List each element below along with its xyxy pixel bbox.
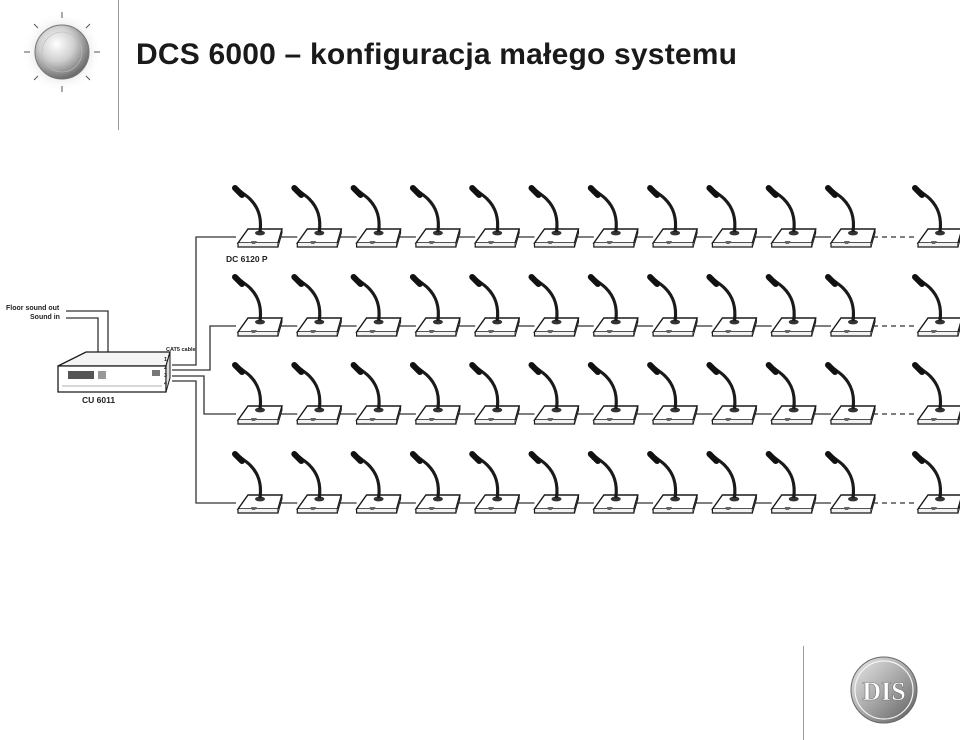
microphone-unit-icon [413,277,460,336]
microphone-unit-icon [591,365,638,424]
microphone-unit-icon [828,277,875,336]
microphone-unit-icon [532,188,579,247]
microphone-unit-icon [709,277,756,336]
microphone-unit-icon [709,454,756,513]
microphone-unit-icon [294,454,341,513]
microphone-unit-icon [591,454,638,513]
microphone-unit-icon [413,188,460,247]
microphone-unit-icon [294,277,341,336]
microphone-unit-icon [915,365,960,424]
microphone-unit-icon [828,454,875,513]
microphone-unit-icon [769,277,816,336]
microphone-unit-icon [354,188,401,247]
microphone-unit-icon [354,365,401,424]
port-label-1: 1 [164,357,167,363]
central-unit-icon [57,351,171,393]
microphone-unit-icon [472,454,519,513]
microphone-unit-icon [915,277,960,336]
microphone-unit-icon [472,365,519,424]
microphone-unit-icon [294,365,341,424]
microphone-unit-icon [354,277,401,336]
header-divider [118,0,119,130]
microphone-unit-icon [915,454,960,513]
microphone-unit-icon [709,188,756,247]
port-label-2: 2 [164,365,167,371]
microphone-unit-icon [591,188,638,247]
microphone-unit-icon [769,365,816,424]
logo-text: DIS [862,677,905,706]
microphone-unit-icon [591,277,638,336]
delegate-unit-label: DC 6120 P [226,254,268,264]
microphone-unit-icon [413,454,460,513]
microphone-unit-icon [235,188,282,247]
control-knob-icon [22,12,102,92]
microphone-unit-icon [235,454,282,513]
port-label-3: 3 [164,373,167,379]
microphone-unit-icon [769,188,816,247]
audio-in-label: Sound in [30,314,60,321]
microphone-unit-icon [532,277,579,336]
microphone-unit-icon [650,454,697,513]
microphone-unit-icon [354,454,401,513]
dis-logo-icon: DIS [850,656,918,724]
microphone-unit-icon [650,365,697,424]
delegate-unit-lines [235,188,960,513]
page-title: DCS 6000 – konfiguracja małego systemu [136,38,738,71]
microphone-unit-icon [235,277,282,336]
central-unit-label: CU 6011 [82,395,115,405]
footer-divider [803,646,804,740]
microphone-unit-icon [294,188,341,247]
cable-lines [66,236,236,504]
cable-label: CAT5 cable [166,347,196,353]
microphone-unit-icon [915,188,960,247]
microphone-unit-icon [472,188,519,247]
microphone-unit-icon [413,365,460,424]
microphone-unit-icon [650,277,697,336]
port-label-4: 4 [164,381,168,387]
audio-out-label: Floor sound out [6,305,60,312]
microphone-unit-icon [828,365,875,424]
microphone-unit-icon [650,188,697,247]
microphone-unit-icon [769,454,816,513]
microphone-unit-icon [532,454,579,513]
microphone-unit-icon [532,365,579,424]
microphone-unit-icon [472,277,519,336]
microphone-unit-icon [828,188,875,247]
microphone-unit-icon [709,365,756,424]
microphone-unit-icon [235,365,282,424]
